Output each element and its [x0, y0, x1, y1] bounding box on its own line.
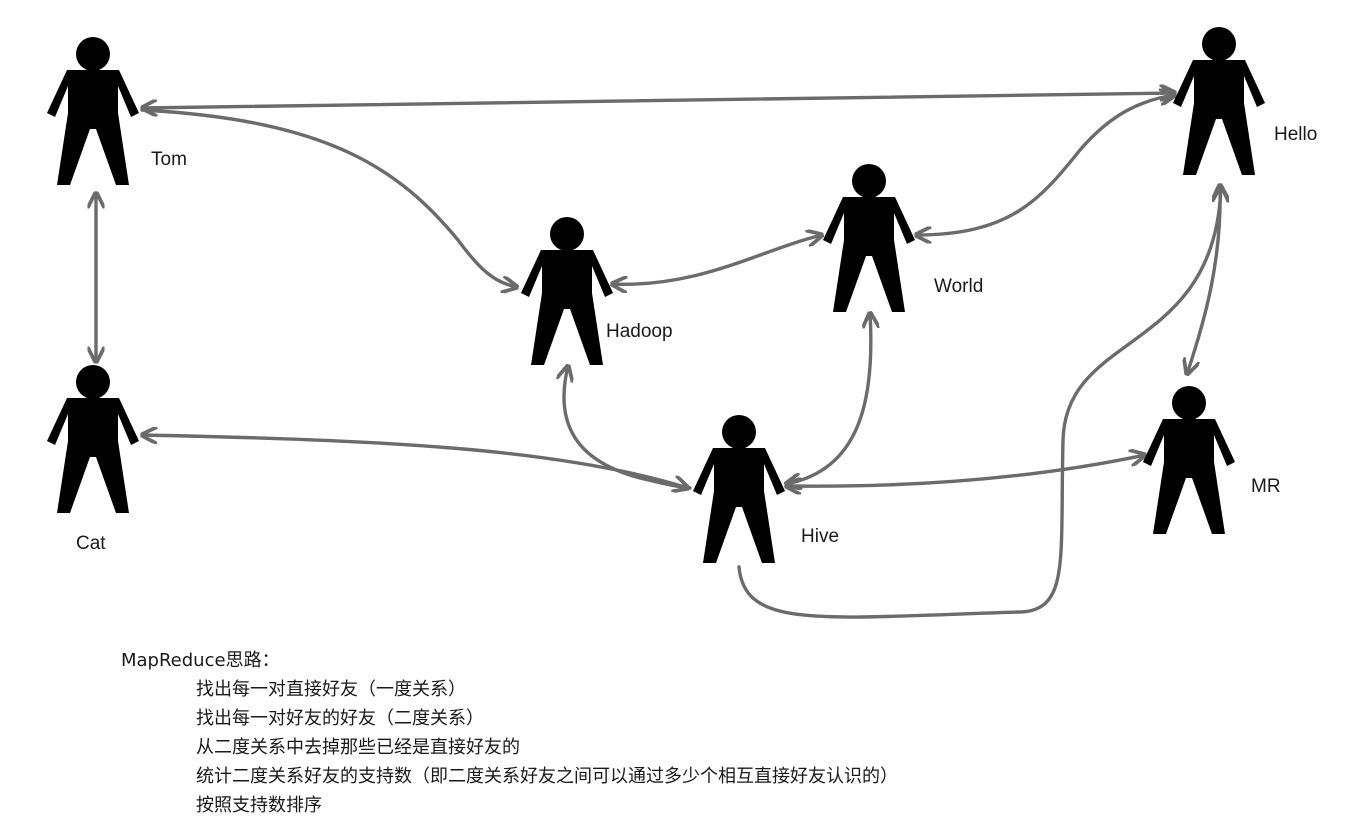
label-hive: Hive	[801, 526, 839, 547]
notes-step: 统计二度关系好友的支持数（即二度关系好友之间可以通过多少个相互直接好友认识的）	[196, 766, 898, 787]
notes-steps: 找出每一对直接好友（一度关系） 找出每一对好友的好友（二度关系） 从二度关系中去…	[121, 675, 898, 820]
edge-hive-hello	[737, 187, 1221, 619]
edge-tom-hadoop	[140, 108, 517, 287]
person-world	[823, 164, 915, 312]
edge-hello-mr	[1187, 185, 1220, 374]
edge-hadoop-world	[612, 235, 822, 284]
label-hadoop: Hadoop	[606, 321, 673, 342]
edge-world-hello	[916, 95, 1175, 235]
person-cat	[47, 365, 139, 513]
label-tom: Tom	[151, 149, 187, 170]
notes-title: MapReduce思路：	[121, 650, 280, 671]
notes-step: 找出每一对直接好友（一度关系）	[196, 679, 466, 700]
person-hive	[693, 415, 785, 563]
label-mr: MR	[1251, 476, 1281, 497]
label-world: World	[934, 276, 983, 297]
person-tom	[47, 37, 139, 185]
person-hello	[1173, 27, 1265, 175]
label-cat: Cat	[76, 533, 106, 554]
edge-hive-mr	[786, 455, 1145, 486]
label-hello: Hello	[1274, 124, 1317, 145]
edge-world-hive	[786, 313, 871, 484]
mapreduce-notes: MapReduce思路： 找出每一对直接好友（一度关系） 找出每一对好友的好友（…	[121, 646, 898, 820]
person-hadoop	[521, 217, 613, 365]
edge-cat-hive	[142, 435, 688, 488]
edge-hadoop-hive	[564, 366, 692, 490]
notes-step: 按照支持数排序	[196, 795, 322, 816]
person-mr	[1143, 386, 1235, 534]
edge-tom-hello	[142, 93, 1175, 108]
notes-step: 从二度关系中去掉那些已经是直接好友的	[196, 737, 520, 758]
edges	[96, 93, 1221, 619]
notes-step: 找出每一对好友的好友（二度关系）	[196, 708, 484, 729]
